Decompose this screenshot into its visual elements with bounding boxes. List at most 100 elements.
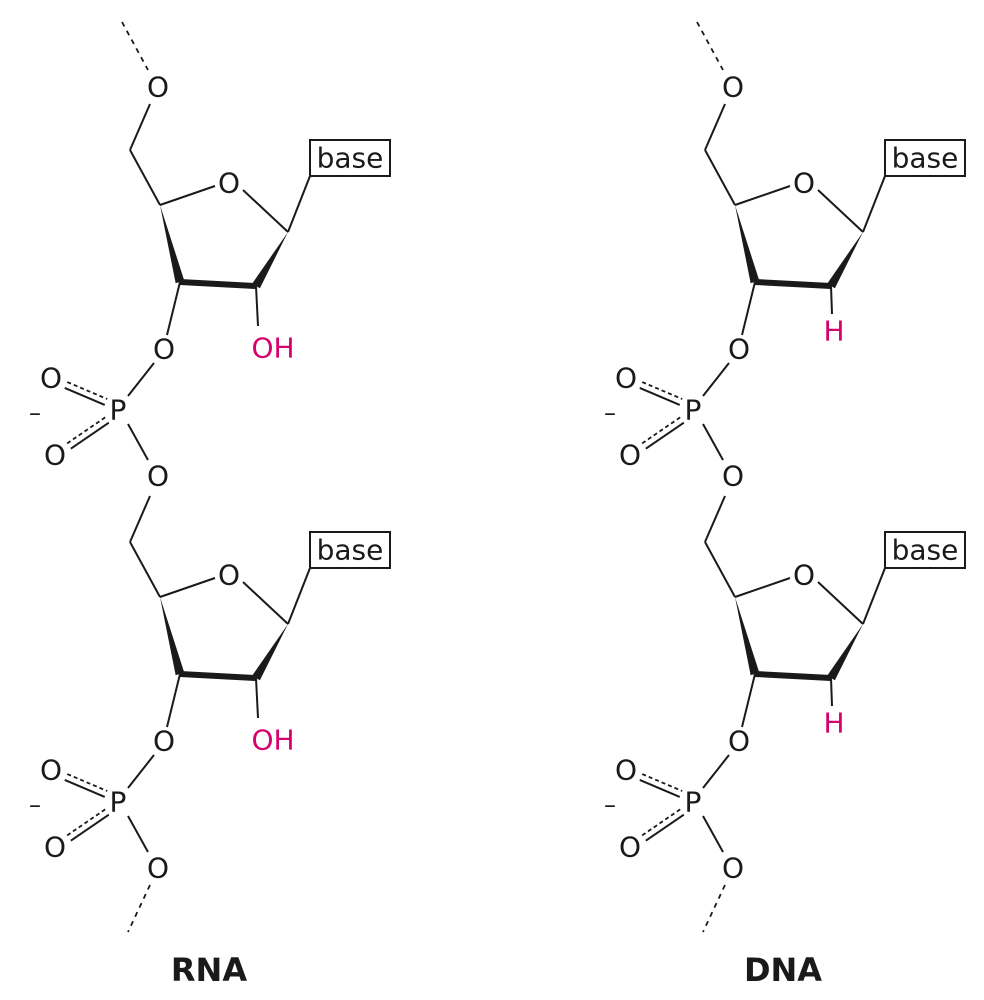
c2-substituent-bond — [255, 677, 259, 719]
o3-phosphorus-bond — [702, 754, 730, 789]
c4-c3-wedge-bond — [735, 597, 760, 676]
c2-substituent-bond — [830, 285, 833, 315]
base-label: base — [892, 142, 959, 175]
phosphorus-o5-bond — [702, 423, 724, 461]
phosphorus-o5-bond — [127, 423, 149, 461]
c4-o4-bond — [159, 185, 216, 206]
o3-phosphorus-bond — [127, 754, 155, 789]
phosphorus-atom: P — [110, 394, 127, 427]
c4-c5-bond — [129, 149, 161, 206]
hydroxyl-2prime-group: OH — [251, 332, 294, 365]
c2-substituent-bond — [255, 285, 259, 327]
phosphoryl-double-bond — [639, 387, 681, 406]
phosphorus-o5-bond — [702, 815, 724, 853]
c3-c2-bold-bond — [754, 671, 832, 681]
phosphoryl-double-bond — [641, 416, 681, 445]
strand-label: DNA — [744, 951, 822, 989]
negative-charge-sign: – — [29, 399, 41, 427]
c4-o4-bond — [734, 577, 791, 598]
base-box — [884, 531, 966, 569]
c3-c2-bold-bond — [179, 671, 257, 681]
c1-c2-wedge-bond — [827, 232, 863, 289]
phosphoryl-double-bond — [66, 416, 106, 445]
negative-charge-sign: – — [604, 791, 616, 819]
chain-continuation-bond — [121, 21, 149, 71]
phosphoryl-oxygen-atom: O — [619, 439, 641, 472]
c3-o3-bond — [741, 281, 756, 336]
c3-o3-bond — [741, 673, 756, 728]
oxygen-5prime-atom: O — [147, 71, 169, 104]
oxygen-3prime-atom: O — [153, 333, 175, 366]
oxygen-5prime-atom: O — [147, 852, 169, 885]
ring-oxygen-atom: O — [793, 167, 815, 200]
c1-base-bond — [862, 567, 886, 625]
c4-c3-wedge-bond — [160, 205, 185, 284]
chain-continuation-bond — [702, 884, 726, 933]
phosphoryl-double-bond — [641, 381, 683, 400]
c3-o3-bond — [166, 281, 181, 336]
c1-base-bond — [862, 175, 886, 233]
c4-c5-bond — [129, 541, 161, 598]
c4-c3-wedge-bond — [160, 597, 185, 676]
c3-o3-bond — [166, 673, 181, 728]
hydrogen-2prime-atom: H — [823, 707, 844, 740]
phosphoryl-double-bond — [641, 773, 683, 792]
phosphoryl-oxygen-atom: O — [40, 754, 62, 787]
c1-c2-wedge-bond — [827, 624, 863, 681]
chain-continuation-bond — [127, 884, 151, 933]
o4-c1-bond — [817, 189, 864, 233]
o4-c1-bond — [242, 189, 289, 233]
phosphoryl-oxygen-atom: O — [44, 439, 66, 472]
phosphoryl-double-bond — [639, 779, 681, 798]
negative-charge-sign: – — [29, 791, 41, 819]
oxygen-3prime-atom: O — [728, 725, 750, 758]
phosphoryl-oxygen-atom: O — [615, 754, 637, 787]
c4-c5-bond — [704, 541, 736, 598]
base-box — [884, 139, 966, 177]
c3-c2-bold-bond — [179, 279, 257, 289]
negative-charge-sign: – — [604, 399, 616, 427]
phosphoryl-double-bond — [641, 808, 681, 837]
o3-phosphorus-bond — [702, 362, 730, 397]
base-label: base — [317, 142, 384, 175]
o3-phosphorus-bond — [127, 362, 155, 397]
base-box — [309, 531, 391, 569]
phosphoryl-double-bond — [645, 421, 685, 450]
phosphoryl-oxygen-atom: O — [619, 831, 641, 864]
c1-base-bond — [287, 567, 311, 625]
phosphoryl-double-bond — [64, 387, 106, 406]
o4-c1-bond — [242, 581, 289, 625]
chain-continuation-bond — [696, 21, 724, 71]
oxygen-3prime-atom: O — [728, 333, 750, 366]
strand-label: RNA — [171, 951, 247, 989]
c4-o4-bond — [734, 185, 791, 206]
c2-substituent-bond — [830, 677, 833, 707]
base-box — [309, 139, 391, 177]
phosphoryl-double-bond — [66, 381, 108, 400]
phosphoryl-oxygen-atom: O — [44, 831, 66, 864]
c5-o5-bond — [704, 103, 726, 151]
phosphoryl-double-bond — [70, 421, 110, 450]
c4-c3-wedge-bond — [735, 205, 760, 284]
phosphoryl-oxygen-atom: O — [40, 362, 62, 395]
c4-o4-bond — [159, 577, 216, 598]
c3-c2-bold-bond — [754, 279, 832, 289]
c1-base-bond — [287, 175, 311, 233]
phosphorus-atom: P — [110, 786, 127, 819]
oxygen-5prime-atom: O — [722, 852, 744, 885]
phosphoryl-double-bond — [64, 779, 106, 798]
o4-c1-bond — [817, 581, 864, 625]
ring-oxygen-atom: O — [218, 167, 240, 200]
c5-o5-bond — [129, 103, 151, 151]
phosphorus-atom: P — [685, 394, 702, 427]
c1-c2-wedge-bond — [252, 232, 288, 289]
phosphoryl-double-bond — [66, 773, 108, 792]
c1-c2-wedge-bond — [252, 624, 288, 681]
